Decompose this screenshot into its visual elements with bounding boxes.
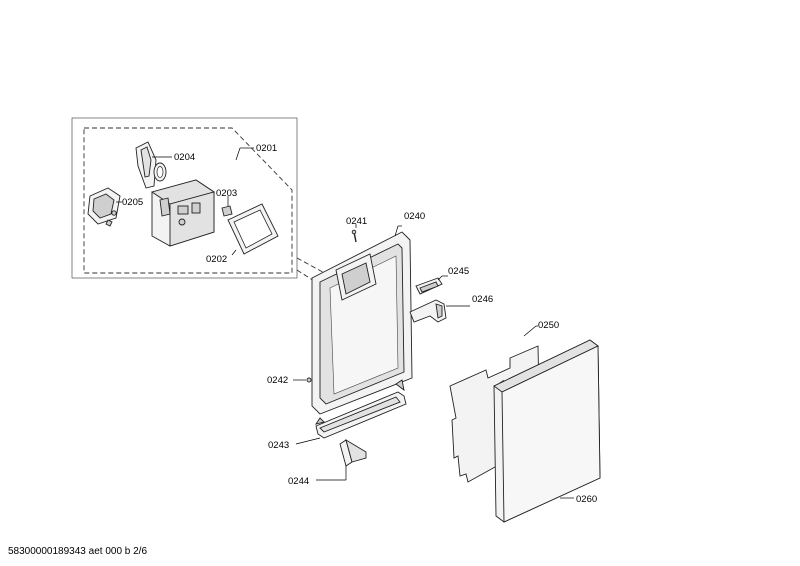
part-0243-bottom-rail[interactable]	[295, 379, 407, 445]
part-0246-latch[interactable]	[409, 299, 470, 323]
label-0201: 0201	[256, 143, 277, 154]
part-0260-outer-door[interactable]	[493, 339, 601, 523]
label-0246: 0246	[472, 294, 493, 305]
part-0245-hinge[interactable]	[415, 275, 448, 295]
label-0242: 0242	[267, 375, 288, 386]
label-0241: 0241	[346, 216, 367, 227]
label-0203: 0203	[216, 188, 237, 199]
part-0201-dispenser[interactable]	[150, 179, 216, 247]
part-0204-lid[interactable]	[135, 141, 172, 189]
label-0202: 0202	[206, 254, 227, 265]
part-0203-clip[interactable]	[221, 196, 233, 217]
label-0205: 0205	[122, 197, 143, 208]
label-0244: 0244	[288, 476, 309, 487]
label-0245: 0245	[448, 266, 469, 277]
part-0240-inner-door[interactable]	[311, 225, 413, 415]
inset-frame	[71, 117, 298, 279]
label-0243: 0243	[268, 440, 289, 451]
inset-dashed-outline	[83, 127, 293, 274]
part-0242-screw[interactable]	[293, 377, 312, 383]
drawing-reference-number: 58300000189343 aet 000 b 2/6	[8, 546, 147, 557]
label-0260: 0260	[576, 494, 597, 505]
part-0244-bracket[interactable]	[316, 439, 367, 481]
label-0240: 0240	[404, 211, 425, 222]
part-0202-gasket[interactable]	[227, 203, 279, 256]
part-0205-plate[interactable]	[87, 187, 122, 227]
part-0241-screw[interactable]	[351, 224, 357, 243]
label-0250: 0250	[538, 320, 559, 331]
label-0204: 0204	[174, 152, 195, 163]
inset-callout-line-top	[296, 257, 331, 277]
